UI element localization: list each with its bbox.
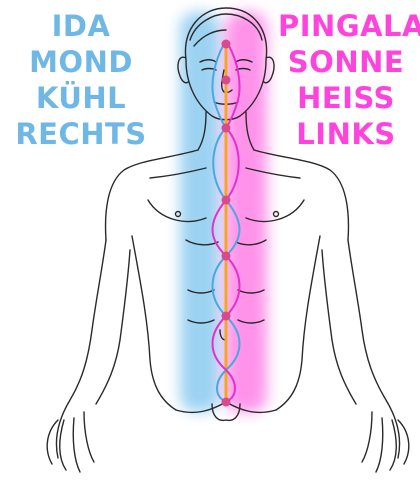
rechts-label: RECHTS	[6, 116, 156, 152]
ida-label: IDA	[6, 8, 156, 44]
mond-label: MOND	[6, 44, 156, 80]
chakra-throat	[222, 124, 231, 133]
chakra-crown	[222, 40, 231, 49]
kuehl-label: KÜHL	[6, 80, 156, 116]
heiss-label: HEISS	[278, 80, 414, 116]
pingala-labels: PINGALA SONNE HEISS LINKS	[278, 8, 414, 152]
chakra-root	[222, 398, 231, 407]
chakra-third-eye	[222, 76, 231, 85]
chakra-sacral	[222, 312, 231, 321]
ida-labels: IDA MOND KÜHL RECHTS	[6, 8, 156, 152]
sonne-label: SONNE	[278, 44, 414, 80]
pingala-glow-band	[225, 12, 267, 412]
links-label: LINKS	[278, 116, 414, 152]
chakra-heart	[222, 196, 231, 205]
chakra-solar-plexus	[222, 252, 231, 261]
pingala-label: PINGALA	[278, 8, 414, 44]
